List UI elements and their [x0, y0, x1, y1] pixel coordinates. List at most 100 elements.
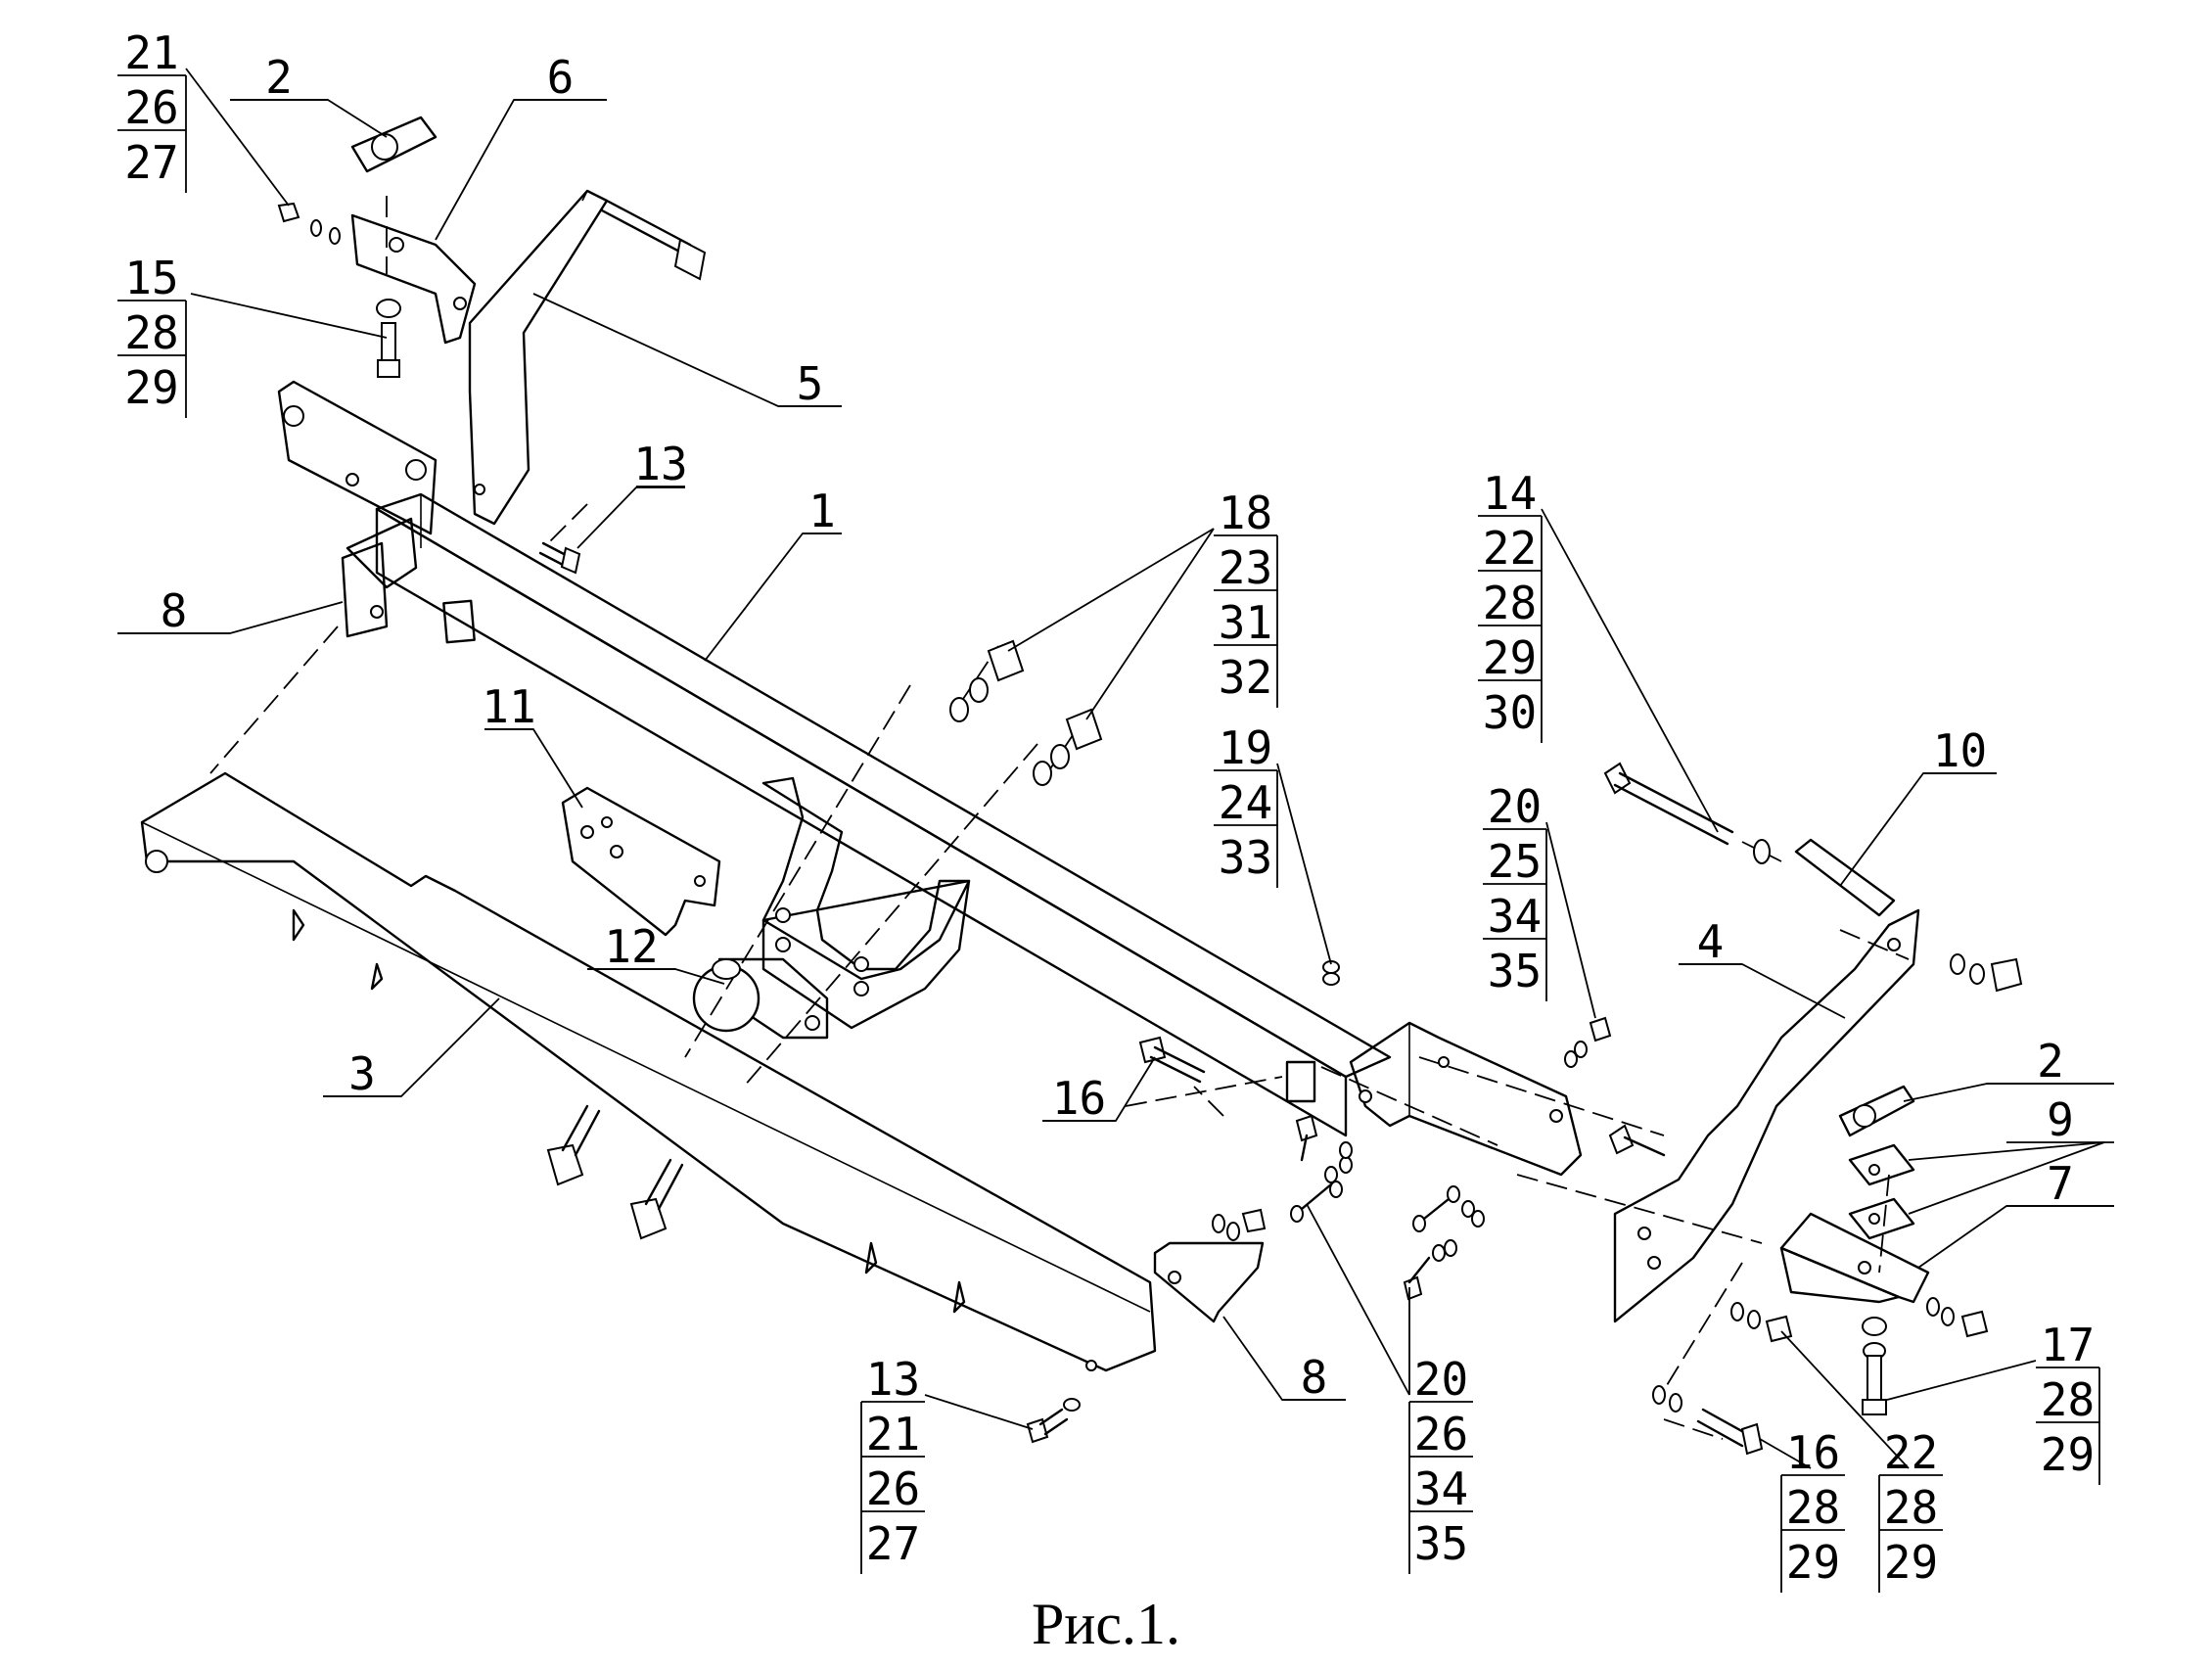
nut-20-upper: [1564, 1016, 1612, 1068]
right-arm-part-4: [1613, 908, 1920, 1323]
callout-number: 29: [1786, 1536, 1840, 1589]
left-frame-plate: [277, 380, 438, 535]
bolt-17: [1862, 1297, 1989, 1415]
nut-21-top: [277, 202, 341, 245]
bolt-13-bottom: [1026, 1398, 1081, 1444]
callout-number: 7: [2047, 1157, 2074, 1210]
callout-number: 29: [1483, 631, 1537, 684]
callout-number: 34: [1414, 1462, 1468, 1515]
callout-number: 14: [1483, 467, 1537, 520]
callout-number: 5: [797, 357, 824, 410]
callout-number: 19: [1219, 721, 1272, 774]
callout-number: 17: [2041, 1319, 2095, 1371]
callout-number: 18: [1219, 486, 1272, 539]
callout-number: 10: [1933, 724, 1987, 777]
callout-c-bracket-8-bottom: 8: [1282, 1351, 1346, 1404]
sleeve-part-10: [1794, 838, 1896, 917]
right-bracket-part-7: [1779, 1212, 1930, 1304]
callout-number: 32: [1219, 651, 1272, 704]
arm-5-bolt: [600, 199, 707, 281]
callout-number: 1: [808, 485, 836, 537]
callout-c-ball-12: 12: [587, 920, 675, 973]
callout-number: 16: [1786, 1426, 1840, 1479]
callout-number: 35: [1488, 945, 1542, 997]
callout-c-bracket-6: 6: [514, 51, 607, 104]
callout-number: 35: [1414, 1517, 1468, 1570]
callout-number: 27: [124, 136, 178, 189]
callout-number: 13: [633, 438, 687, 490]
callout-c-bumper-3: 3: [323, 1047, 401, 1100]
callout-number: 4: [1697, 915, 1725, 968]
bumper-bolts: [546, 1104, 684, 1240]
callout-number: 28: [1884, 1481, 1938, 1534]
callout-number: 28: [2041, 1373, 2095, 1426]
figure-caption: Рис.1.: [1031, 1592, 1181, 1656]
callout-number: 22: [1483, 522, 1537, 575]
bolt-14: [1603, 762, 1771, 864]
callout-c-bolt-13-top: 13: [633, 438, 687, 490]
callout-number: 30: [1483, 686, 1537, 739]
bolt-16-bottom: [1652, 1385, 1764, 1456]
callout-number: 8: [1301, 1351, 1328, 1404]
callout-c-top-plate: 2: [230, 51, 328, 104]
callout-c-bolt-16-mid: 16: [1042, 1072, 1116, 1125]
callout-number: 8: [161, 584, 188, 637]
tow-ball-part-12: [692, 957, 829, 1040]
callout-c-plates-9: 9: [2006, 1093, 2114, 1146]
callout-number: 31: [1219, 596, 1272, 649]
socket-plate-part-11: [561, 786, 721, 937]
right-end-bracket: [1349, 1021, 1583, 1177]
nuts-18: [949, 639, 1103, 786]
callout-number: 2: [265, 51, 293, 104]
callout-number: 25: [1488, 835, 1542, 888]
right-plates-part-9: [1848, 1143, 1915, 1240]
callout-number: 33: [1219, 831, 1272, 884]
callout-number: 6: [547, 51, 575, 104]
callout-c-beam-1: 1: [803, 485, 842, 537]
callout-number: 28: [124, 306, 178, 359]
callout-number: 21: [866, 1408, 920, 1460]
top-plate-part-2: [350, 116, 438, 173]
center-small-hardware: [1290, 1114, 1485, 1301]
callout-number: 24: [1219, 776, 1272, 829]
callout-c-bracket-8-left: 8: [117, 584, 230, 637]
callout-number: 20: [1414, 1353, 1468, 1406]
callout-number: 3: [348, 1047, 376, 1100]
callout-number: 9: [2047, 1093, 2074, 1146]
callout-number: 15: [124, 252, 178, 304]
bolt-15: [376, 299, 401, 378]
leader-lines: [117, 68, 2114, 1469]
callout-c-arm-5: 5: [778, 357, 842, 410]
callout-number: 29: [124, 361, 178, 414]
callout-number: 21: [124, 26, 178, 79]
nut-22: [1730, 1302, 1793, 1343]
callout-number: 20: [1488, 780, 1542, 833]
right-arm-upper-bolt: [1608, 1124, 1666, 1157]
callout-c-plate-2-right: 2: [1987, 1035, 2114, 1088]
callout-number: 23: [1219, 541, 1272, 594]
callout-number: 34: [1488, 890, 1542, 943]
nut-19: [1322, 960, 1340, 986]
callout-c-plate-11: 11: [482, 680, 535, 733]
callout-c-sleeve-10: 10: [1923, 724, 1997, 777]
callout-number: 12: [604, 920, 658, 973]
callout-number: 26: [1414, 1408, 1468, 1460]
callout-number: 28: [1483, 577, 1537, 629]
callout-number: 22: [1884, 1426, 1938, 1479]
hitch-bracket: [761, 776, 971, 1030]
cross-beam-part-1: [375, 492, 1392, 1137]
callout-number: 16: [1052, 1072, 1106, 1125]
